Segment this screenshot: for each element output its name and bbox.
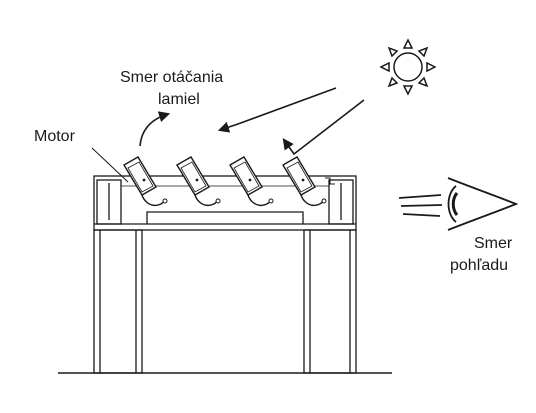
right-post [303,229,357,374]
sun-icon [379,38,437,96]
motor-label: Motor [34,128,76,145]
view-label-line2: pohľadu [450,257,508,274]
rotation-label-line2: lamiel [158,91,200,108]
left-post [93,229,143,374]
eye-icon [447,177,519,231]
rotation-arrow [139,111,171,147]
motor-leader-line [91,147,129,183]
lamella-1 [123,156,168,207]
view-label-line1: Smer [474,235,513,252]
roof-frame [93,175,357,231]
sunray-arrow-2 [282,99,365,156]
lamella-4 [282,156,327,207]
lamella-2 [176,156,221,207]
view-direction-lines [398,194,443,217]
sunray-arrow-1 [217,87,337,133]
lamella-3 [229,156,274,207]
rotation-label-line1: Smer otáčania [120,69,223,86]
